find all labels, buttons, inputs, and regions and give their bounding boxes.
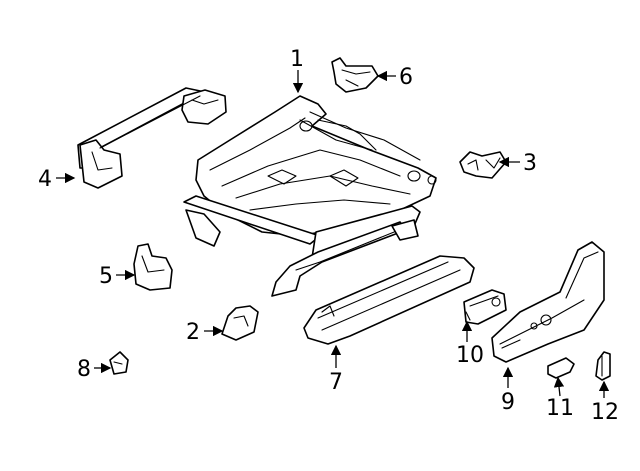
callout-9: 9 — [501, 390, 515, 415]
callout-11: 11 — [546, 396, 574, 421]
leader-11 — [553, 376, 565, 397]
part-11-knob — [547, 357, 575, 379]
part-10-switch — [463, 289, 507, 325]
callout-3: 3 — [523, 151, 537, 176]
part-7-trim — [303, 255, 475, 345]
callout-4: 4 — [38, 167, 52, 192]
callout-5: 5 — [99, 264, 113, 289]
callout-7: 7 — [329, 370, 343, 395]
leader-lines — [56, 70, 610, 398]
part-5-cover — [133, 243, 173, 291]
part-12-handle — [595, 351, 611, 381]
callout-6: 6 — [399, 65, 413, 90]
part-8-clip — [109, 351, 129, 375]
part-2-cover — [221, 305, 259, 341]
callout-2: 2 — [186, 320, 200, 345]
part-9-side-panel — [491, 241, 605, 363]
callout-1: 1 — [290, 47, 304, 72]
callout-8: 8 — [77, 357, 91, 382]
callout-12: 12 — [591, 400, 619, 425]
part-1-seat-frame — [183, 95, 437, 297]
part-6-bracket — [331, 57, 379, 93]
callout-10: 10 — [456, 343, 484, 368]
callout-labels: 1 2 3 4 5 6 7 8 9 10 11 12 — [38, 47, 619, 425]
part-4-shield — [77, 87, 227, 189]
part-3-clip — [459, 151, 507, 179]
